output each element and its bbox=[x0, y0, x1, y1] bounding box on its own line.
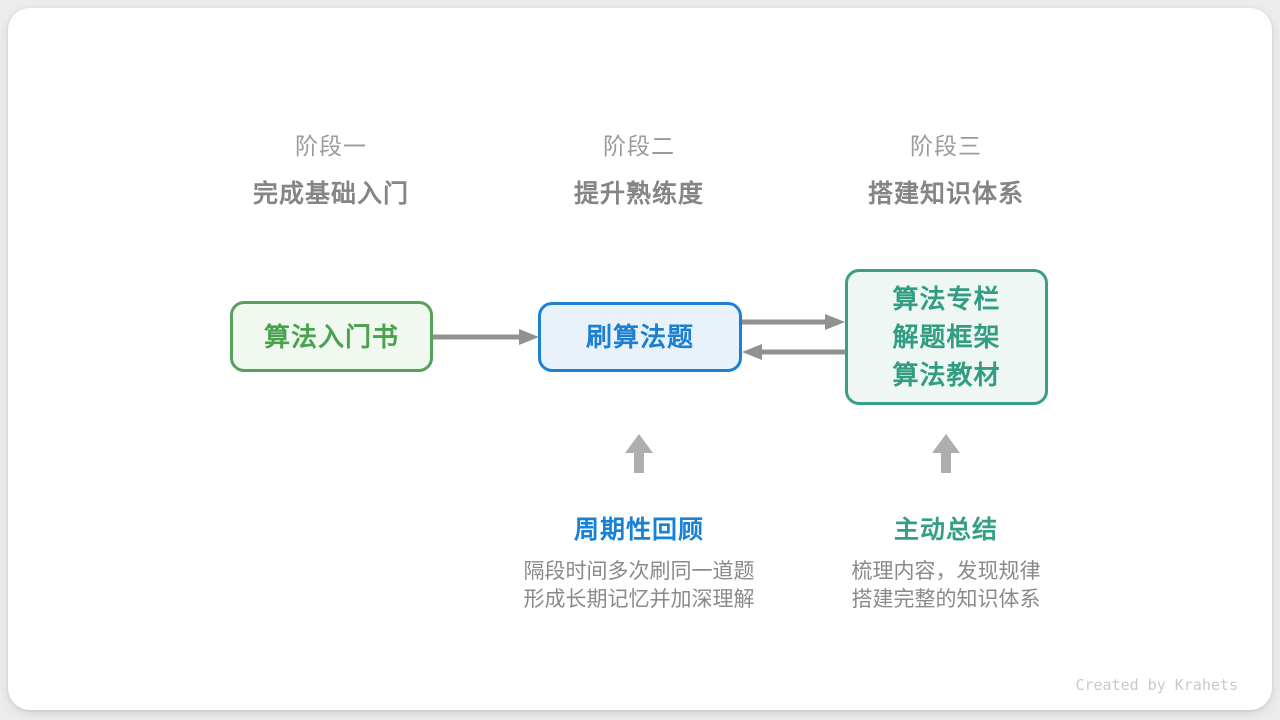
annotation-summary-desc-line-1: 梳理内容，发现规律 bbox=[851, 560, 1041, 583]
node-intro-book-label: 算法入门书 bbox=[263, 321, 399, 352]
node-knowledge-sources: 算法专栏 解题框架 算法教材 bbox=[845, 269, 1048, 405]
node-knowledge-line-2: 解题框架 bbox=[892, 322, 1001, 352]
arrow-up-summary-icon bbox=[932, 434, 960, 473]
annotation-review-label: 周期性回顾 bbox=[573, 516, 704, 544]
annotation-review-desc-line-1: 隔段时间多次刷同一道题 bbox=[523, 560, 755, 583]
stage-3-subtitle: 搭建知识体系 bbox=[867, 180, 1024, 208]
arrow-right-practice-to-knowledge-icon bbox=[742, 314, 845, 330]
node-knowledge-line-1: 算法专栏 bbox=[892, 284, 1001, 314]
stage-2-title: 阶段二 bbox=[603, 133, 675, 159]
annotation-summary-desc: 梳理内容，发现规律 搭建完整的知识体系 bbox=[786, 558, 1106, 614]
annotation-review-desc: 隔段时间多次刷同一道题 形成长期记忆并加深理解 bbox=[479, 558, 799, 614]
arrow-left-knowledge-to-practice-icon bbox=[742, 344, 845, 360]
arrow-up-review-icon bbox=[625, 434, 653, 473]
arrow-right-intro-to-practice-icon bbox=[433, 329, 539, 345]
stage-2-subtitle: 提升熟练度 bbox=[573, 180, 704, 208]
node-practice-problems: 刷算法题 bbox=[538, 302, 742, 372]
credit-text: Created by Krahets bbox=[1075, 676, 1238, 694]
stage-1-title: 阶段一 bbox=[295, 133, 367, 159]
annotation-summary-label: 主动总结 bbox=[893, 516, 998, 544]
node-knowledge-line-3: 算法教材 bbox=[892, 360, 1001, 390]
node-practice-problems-label: 刷算法题 bbox=[585, 322, 694, 352]
stage-1-subtitle: 完成基础入门 bbox=[252, 180, 409, 208]
annotation-review-desc-line-2: 形成长期记忆并加深理解 bbox=[523, 588, 755, 611]
node-intro-book: 算法入门书 bbox=[230, 301, 433, 372]
stage-3-title: 阶段三 bbox=[910, 133, 982, 159]
annotation-summary-desc-line-2: 搭建完整的知识体系 bbox=[851, 588, 1041, 611]
